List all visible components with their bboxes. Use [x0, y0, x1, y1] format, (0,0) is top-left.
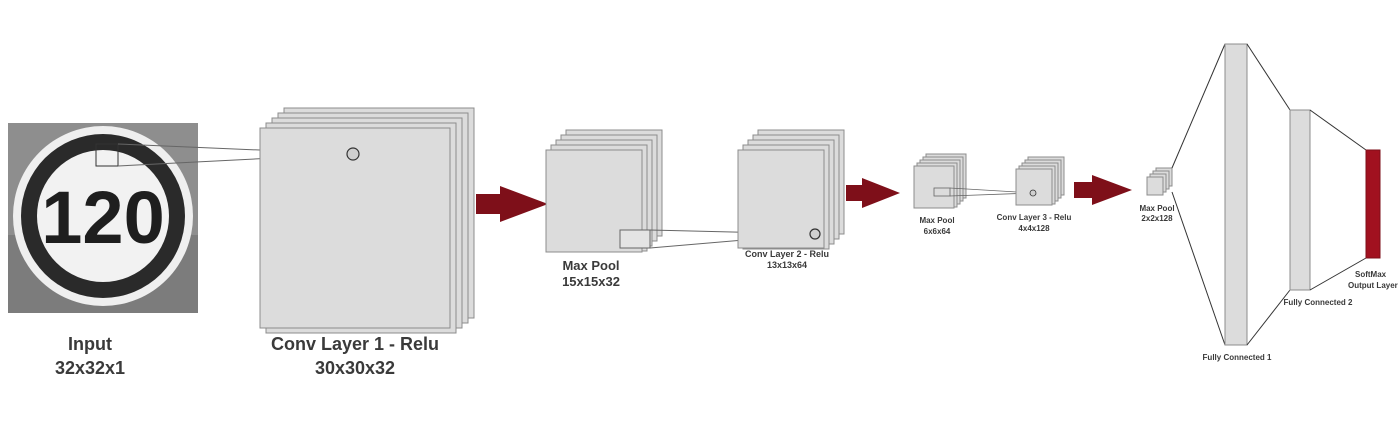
dense-connection: [1171, 43, 1226, 169]
conv2-dims: 13x13x64: [767, 260, 807, 270]
dense-connection: [1309, 257, 1367, 291]
maxpool3-label: Max Pool: [1139, 204, 1174, 213]
feature-map: [259, 127, 451, 329]
maxpool1-dims: 15x15x32: [562, 274, 620, 289]
sign-number: 120: [41, 176, 164, 259]
maxpool3-stack: [1146, 167, 1173, 196]
feature-map: [1146, 176, 1164, 196]
fc1-label: Fully Connected 1: [1203, 353, 1272, 362]
softmax-label-line2: Output Layer: [1348, 281, 1398, 290]
neuron-marker: [1029, 189, 1037, 197]
flow-arrow: [1074, 175, 1132, 205]
maxpool2-label: Max Pool: [919, 216, 954, 225]
input-image: 120: [8, 123, 198, 313]
receptive-field-box: [619, 229, 651, 249]
fully-connected-1: [1224, 43, 1248, 346]
neuron-marker: [346, 147, 360, 161]
input-label: Input: [68, 334, 112, 354]
fully-connected-2: [1289, 109, 1311, 291]
neuron-marker: [809, 228, 821, 240]
dense-connection: [1171, 191, 1226, 346]
feature-map: [913, 165, 955, 209]
maxpool3-dims: 2x2x128: [1141, 214, 1173, 223]
conv1-dims: 30x30x32: [315, 358, 395, 378]
dense-connection: [1246, 289, 1291, 346]
softmax-output-layer: [1365, 149, 1381, 259]
conv1-label: Conv Layer 1 - Relu: [271, 334, 439, 354]
input-dims: 32x32x1: [55, 358, 125, 378]
conv1-stack: [259, 107, 475, 334]
conv3-stack: [1015, 156, 1065, 206]
feature-map: [737, 149, 825, 249]
maxpool1-stack: [545, 129, 663, 253]
softmax-label-line1: SoftMax: [1355, 270, 1387, 279]
feature-map: [1015, 168, 1053, 206]
conv2-stack: [737, 129, 845, 250]
maxpool2-dims: 6x6x64: [924, 227, 951, 236]
dense-connection: [1246, 43, 1291, 111]
receptive-field-box: [933, 187, 951, 197]
conv3-label: Conv Layer 3 - Relu: [997, 213, 1072, 222]
conv3-dims: 4x4x128: [1018, 224, 1050, 233]
conv2-label: Conv Layer 2 - Relu: [745, 249, 829, 259]
flow-arrow: [476, 186, 548, 222]
fc2-label: Fully Connected 2: [1284, 298, 1353, 307]
maxpool1-label: Max Pool: [562, 258, 619, 273]
dense-connection: [1309, 109, 1367, 151]
maxpool2-stack: [913, 153, 967, 209]
receptive-field-box: [95, 143, 119, 167]
sign-face: [37, 150, 169, 282]
flow-arrow: [846, 178, 900, 208]
